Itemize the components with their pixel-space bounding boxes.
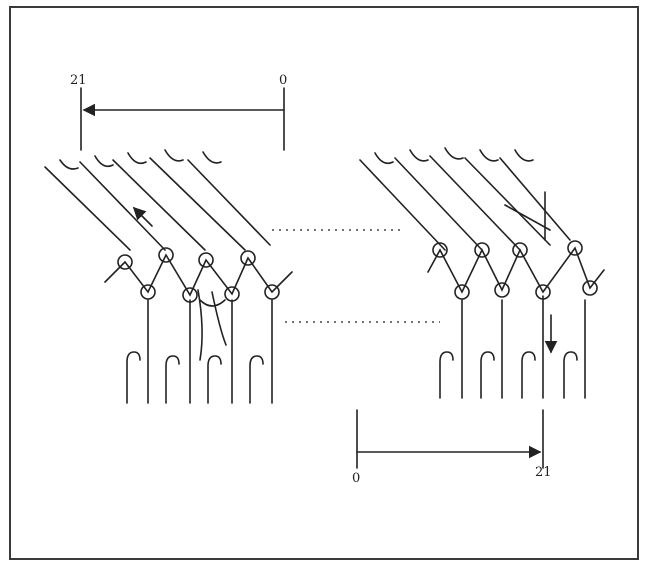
right-scale-start-label: 0 [352,471,360,486]
figure-frame [9,6,639,560]
right-scale-end-label: 21 [535,465,552,480]
left-yarn [104,253,293,297]
left-scale-start-label: 21 [70,73,87,88]
left-vertical-needles [147,299,273,404]
arrow-up-icon [132,206,153,227]
right-vertical-needles [461,295,586,399]
left-panel [44,87,293,404]
right-panel [356,147,605,469]
left-needles [44,149,271,251]
left-dropped-loop [197,289,227,361]
right-raised-needle [504,191,551,241]
left-lower-hooks [126,351,264,404]
right-yarn [427,246,605,294]
right-loops [432,240,598,300]
left-scale-end-label: 0 [279,73,287,88]
right-scale [356,409,544,469]
left-loops [117,247,280,303]
dotted-connectors [272,229,440,323]
right-lower-hooks [439,351,578,399]
left-scale [80,87,285,151]
right-needles [359,147,571,251]
